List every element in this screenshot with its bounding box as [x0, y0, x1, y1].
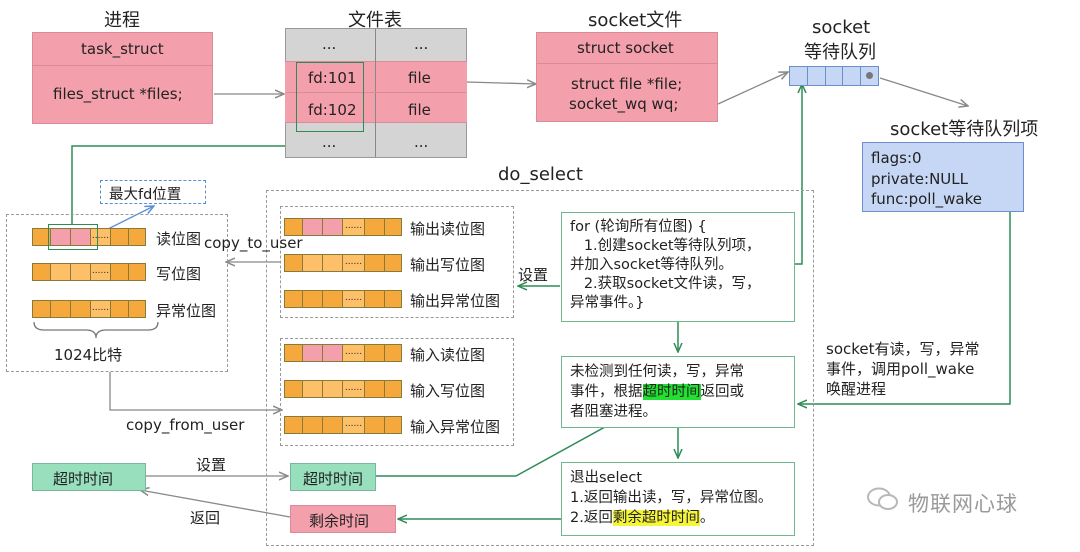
socket-file-title: socket文件 [588, 10, 683, 31]
fdtable-top-left: ... [322, 35, 337, 53]
user-except-bitmap: ...... [32, 300, 146, 318]
exit-line-2: 1.返回输出读，写，异常位图。 [570, 490, 773, 506]
output-bitmaps-frame [280, 206, 514, 318]
input-write-bitmap: ...... [284, 380, 402, 398]
struct-socket-header: struct socket [577, 39, 674, 57]
remaining-time-box: 剩余时间 [290, 505, 396, 533]
files-struct-field: files_struct *files; [53, 85, 183, 103]
arrow-return-remaining [140, 490, 291, 518]
file-table: ... ... fd:101 file fd:102 file ... ... [285, 28, 467, 158]
input-except-label: 输入异常位图 [410, 418, 501, 436]
file-table-title: 文件表 [348, 10, 402, 31]
remaining-time-label: 剩余时间 [309, 512, 370, 530]
do-select-title: do_select [498, 164, 583, 185]
loop-line-2: 1.创建socket等待队列项， [570, 238, 761, 254]
loop-line-3: 并加入socket等待队列。 [570, 257, 733, 273]
exit-line-3: 2.返回剩余超时时间。 [570, 510, 715, 526]
bits-count-label: 1024比特 [54, 346, 123, 364]
poll-loop-box: for (轮询所有位图) { 1.创建socket等待队列项， 并加入socke… [561, 212, 795, 322]
arrow-wq-to-waitqueue [717, 72, 788, 105]
remaining-highlight: 剩余超时时间 [612, 510, 700, 526]
socket-wait-queue-title-1: socket [812, 17, 871, 38]
no-event-box: 未检测到任何读，写，异常 事件，根据超时时间返回或 者阻塞进程。 [561, 356, 795, 428]
wechat-logo-icon [866, 486, 900, 512]
file-101: file [408, 69, 431, 87]
loop-line-5: 异常事件。} [570, 295, 645, 311]
file-102: file [408, 101, 431, 119]
output-except-label: 输出异常位图 [410, 292, 501, 310]
input-read-bitmap: ...... [284, 344, 402, 362]
wait-item-func: func:poll_wake [871, 190, 982, 208]
exit-line-1: 退出select [570, 470, 643, 486]
kernel-timeout-box: 超时时间 [290, 463, 376, 491]
fdtable-bottom-right: ... [414, 133, 429, 151]
wake-note-2: 事件，调用poll_wake [826, 360, 975, 378]
fdtable-bottom-left: ... [322, 133, 337, 151]
wake-note-1: socket有读，写，异常 [826, 340, 980, 358]
socket-file-field: struct file *file; [571, 75, 683, 93]
input-write-label: 输入写位图 [410, 382, 486, 400]
loop-line-1: for (轮询所有位图) { [570, 219, 707, 235]
user-write-label: 写位图 [156, 265, 202, 283]
wait-item-private: private:NULL [871, 170, 969, 188]
socket-wait-queue-title-2: 等待队列 [804, 42, 876, 63]
user-timeout-label: 超时时间 [53, 470, 114, 488]
user-read-label: 读位图 [156, 230, 202, 248]
socket-wait-queue [789, 66, 879, 86]
user-except-label: 异常位图 [156, 302, 217, 320]
process-title: 进程 [104, 10, 140, 31]
max-fd-box: 最大fd位置 [100, 180, 206, 204]
do-select-frame [266, 190, 814, 546]
arrow-wake [798, 212, 1011, 404]
kernel-timeout-label: 超时时间 [303, 470, 364, 488]
exit-select-box: 退出select 1.返回输出读，写，异常位图。 2.返回剩余超时时间。 [561, 462, 795, 536]
user-bitmaps-frame [6, 214, 228, 372]
output-write-label: 输出写位图 [410, 256, 486, 274]
return-label: 返回 [190, 509, 221, 527]
check-line-1: 未检测到任何读，写，异常 [570, 364, 744, 380]
struct-socket-box: struct socket struct file *file; socket_… [536, 32, 718, 122]
socket-wq-field: socket_wq wq; [569, 95, 679, 113]
input-except-bitmap: ...... [284, 416, 402, 434]
arrow-file-to-socket [466, 82, 536, 84]
output-except-bitmap: ...... [284, 290, 402, 308]
check-line-3: 者阻塞进程。 [570, 404, 657, 420]
bits-brace [33, 321, 159, 339]
user-read-fd-frame [48, 224, 98, 250]
fdtable-top-right: ... [414, 35, 429, 53]
watermark-text: 物联网心球 [908, 492, 1018, 516]
arrow-waitqueue-to-item [879, 77, 968, 106]
input-bitmaps-frame [280, 338, 514, 446]
input-read-label: 输入读位图 [410, 346, 486, 364]
wait-item-flags: flags:0 [871, 149, 922, 167]
set-timeout-label: 设置 [196, 456, 227, 474]
user-read-bitmap: ...... [32, 228, 146, 246]
task-struct-box: task_struct files_struct *files; [32, 32, 213, 124]
fd-102: fd:102 [308, 101, 357, 119]
task-struct-header: task_struct [81, 40, 164, 58]
copy-to-user-label: copy_to_user [204, 234, 303, 252]
copy-from-user-label: copy_from_user [126, 416, 245, 434]
timeout-highlight: 超时时间 [642, 384, 701, 400]
fd-101: fd:101 [308, 69, 357, 87]
wake-note-3: 唤醒进程 [826, 380, 887, 398]
max-fd-label: 最大fd位置 [109, 187, 182, 203]
output-read-label: 输出读位图 [410, 220, 486, 238]
arrow-copy-from-user [109, 372, 282, 410]
set-output-label: 设置 [518, 266, 549, 284]
user-write-bitmap: ...... [32, 263, 146, 281]
loop-line-4: 2.获取socket文件读，写， [570, 276, 761, 292]
socket-wait-item-title: socket等待队列项 [890, 119, 1039, 140]
user-timeout-box: 超时时间 [32, 463, 146, 491]
fd-highlight-frame [296, 62, 364, 132]
output-read-bitmap: ...... [284, 218, 402, 236]
socket-wait-item-box: flags:0 private:NULL func:poll_wake [862, 142, 1024, 212]
check-line-2: 事件，根据超时时间返回或 [570, 384, 744, 400]
output-write-bitmap: ...... [284, 254, 402, 272]
